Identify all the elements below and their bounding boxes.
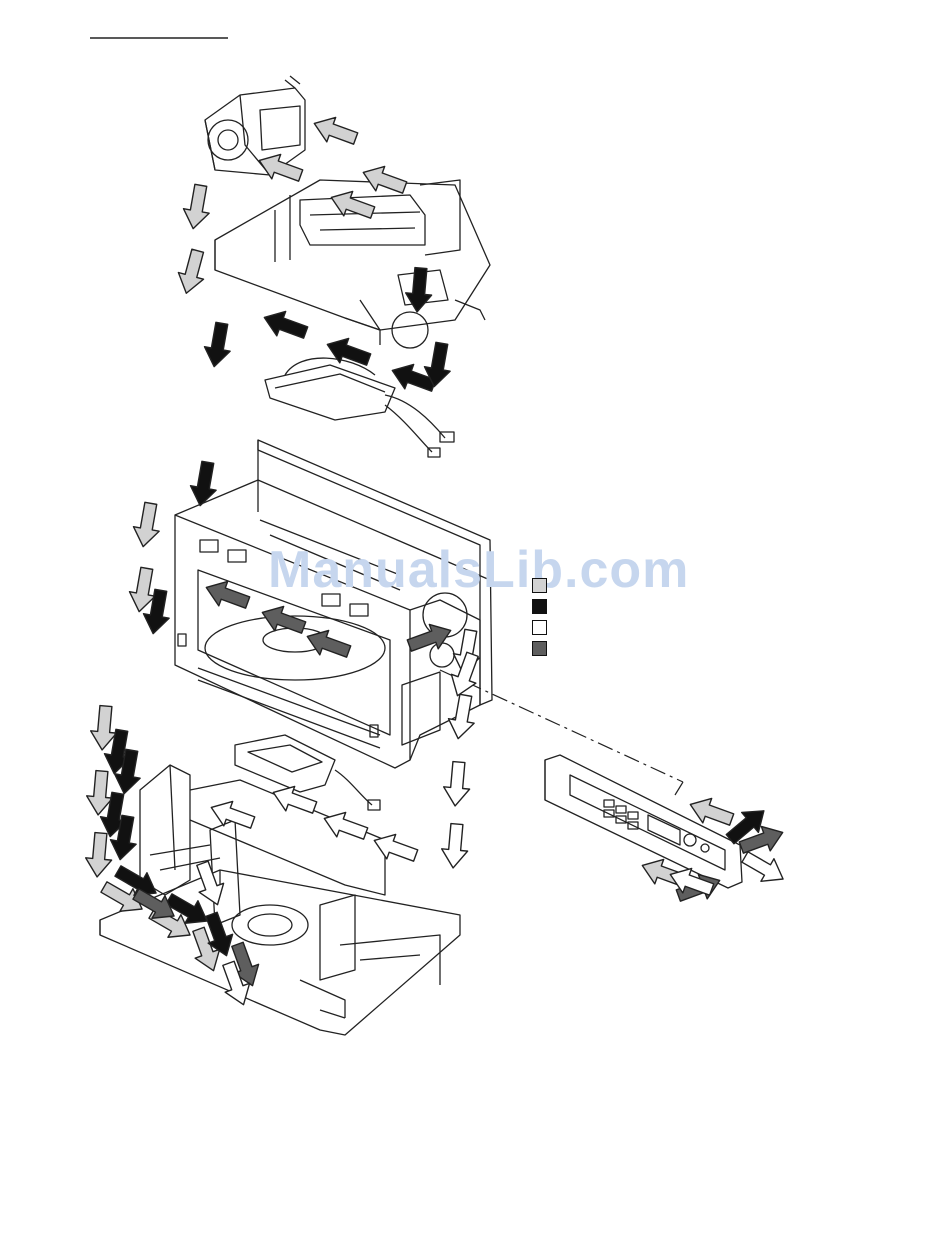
arrow (258, 600, 308, 639)
arrow (84, 832, 114, 878)
key-dark-gray-swatch (532, 641, 547, 656)
arrow (442, 761, 472, 807)
arrow (370, 828, 420, 867)
fan-motor-assembly (205, 76, 305, 175)
arrow (440, 823, 470, 869)
arrow (310, 111, 360, 150)
alignment-line (440, 670, 683, 782)
arrow (201, 321, 234, 369)
arrow (260, 305, 310, 344)
arrow (320, 806, 370, 845)
arrow (686, 792, 736, 831)
arrow (255, 148, 305, 187)
arrow (327, 185, 377, 224)
arrow (187, 460, 220, 508)
arrow (130, 501, 163, 549)
watermark-text: ManualsLib.com (268, 540, 689, 600)
arrow (190, 859, 229, 909)
key-light-gray-swatch (532, 578, 547, 593)
arrow (180, 183, 213, 231)
arrow (174, 247, 211, 296)
cavity-assembly (175, 440, 492, 768)
arrow (269, 780, 319, 819)
arrow (445, 693, 478, 741)
heater-element-assembly (265, 358, 454, 457)
arrow (359, 160, 409, 199)
key-white-swatch (532, 620, 547, 635)
arrow (202, 575, 252, 614)
arrow (445, 650, 484, 700)
key-black-swatch (532, 599, 547, 614)
arrow (303, 624, 353, 663)
